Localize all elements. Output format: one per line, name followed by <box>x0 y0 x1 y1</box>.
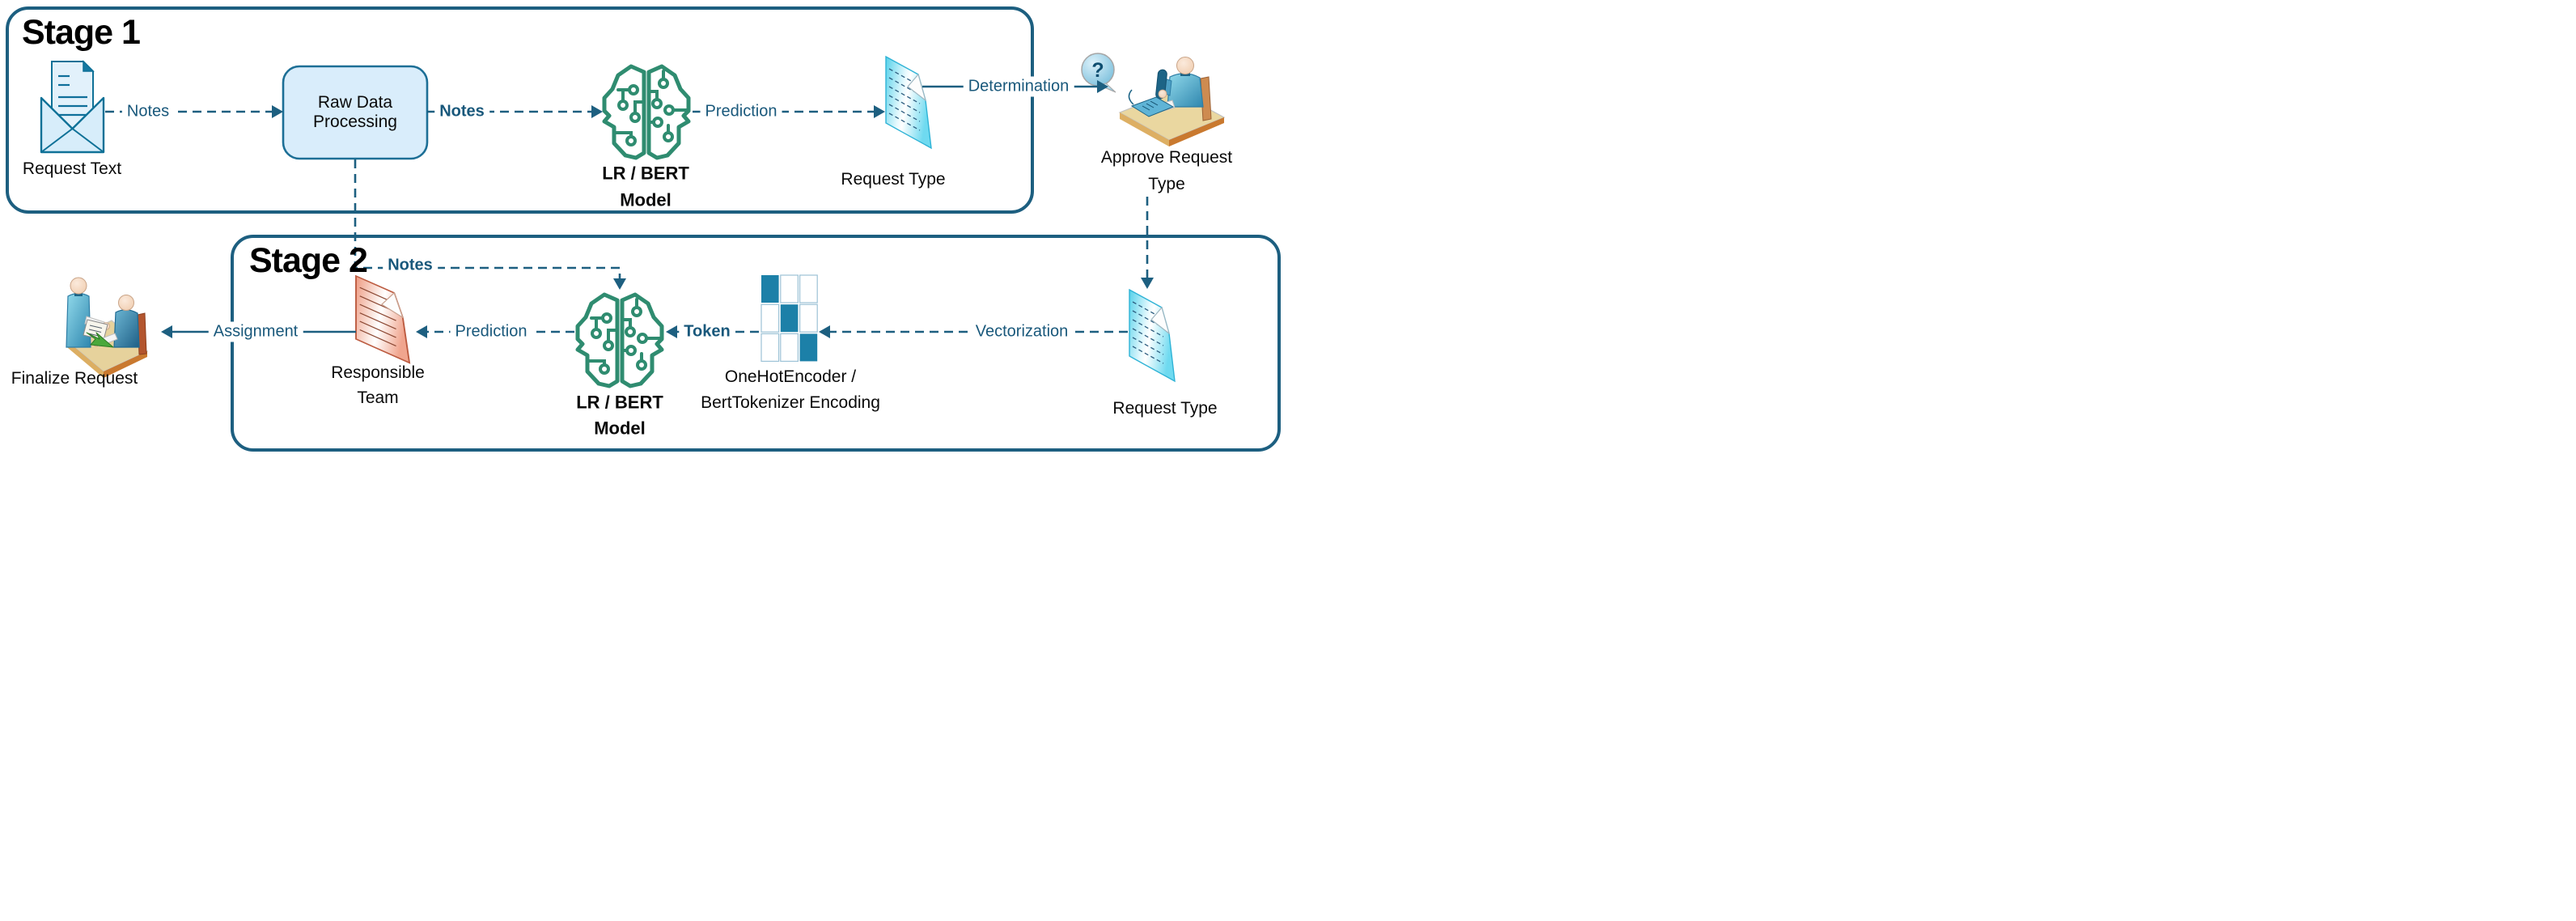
stage1-container-box <box>6 6 1034 214</box>
stage2-request-type-label: Request Type <box>1112 398 1218 418</box>
assignment-label: Assignment <box>208 321 303 342</box>
raw-data-processing-line1: Raw Data <box>317 93 393 112</box>
prediction-stage1-label: Prediction <box>700 101 782 122</box>
diagram-graphics <box>6 6 1281 452</box>
stage2-container-box <box>231 235 1281 452</box>
responsible-team-label-line1: Responsible <box>331 363 425 382</box>
finalize-request-people-icon <box>66 277 149 378</box>
edge-approved-type-down <box>1141 197 1154 289</box>
edge-notes-model <box>427 105 603 118</box>
stage1-model-label-line1: LR / BERT <box>602 163 689 184</box>
stage1-request-type-label: Request Type <box>841 169 946 189</box>
green-arrow-icon <box>86 332 114 348</box>
stage2-model-label-line1: LR / BERT <box>576 392 663 413</box>
encoder-label-line1: OneHotEncoder / <box>724 367 857 386</box>
approve-request-person-icon <box>1081 53 1226 146</box>
raw-data-processing-label: Raw Data Processing <box>283 66 427 159</box>
question-mark-glyph: ? <box>1091 58 1104 82</box>
two-stage-ml-pipeline-diagram: Stage 1 Stage 2 Request Text Notes Raw D… <box>0 0 1288 460</box>
edge-token <box>666 325 759 338</box>
vectorization-label: Vectorization <box>970 321 1074 342</box>
approve-request-label-line1: Approve Request <box>1100 147 1233 167</box>
approve-request-label-line2: Type <box>1148 174 1185 193</box>
stage1-model-label-line2: Model <box>620 189 672 210</box>
edge-notes-input <box>105 105 283 118</box>
encoder-label-line2: BertTokenizer Encoding <box>701 393 880 412</box>
stage2-title: Stage 2 <box>249 241 368 280</box>
determination-label: Determination <box>963 76 1074 97</box>
prediction-stage2-label: Prediction <box>450 321 532 342</box>
request-text-label: Request Text <box>22 159 122 178</box>
raw-data-processing-line2: Processing <box>313 112 397 131</box>
one-hot-encoder-matrix-icon <box>761 274 818 362</box>
stage1-title: Stage 1 <box>22 13 141 52</box>
finalize-request-label: Finalize Request <box>11 368 138 388</box>
token-label: Token <box>679 321 735 342</box>
notes-input-label: Notes <box>121 101 175 122</box>
responsible-team-label-line2: Team <box>357 388 399 407</box>
request-text-envelope-icon <box>40 60 105 154</box>
edge-notes-stage2 <box>354 159 626 290</box>
notes-model-label: Notes <box>434 101 489 122</box>
stage2-model-label-line2: Model <box>594 418 646 439</box>
notes-stage2-label: Notes <box>383 255 438 276</box>
